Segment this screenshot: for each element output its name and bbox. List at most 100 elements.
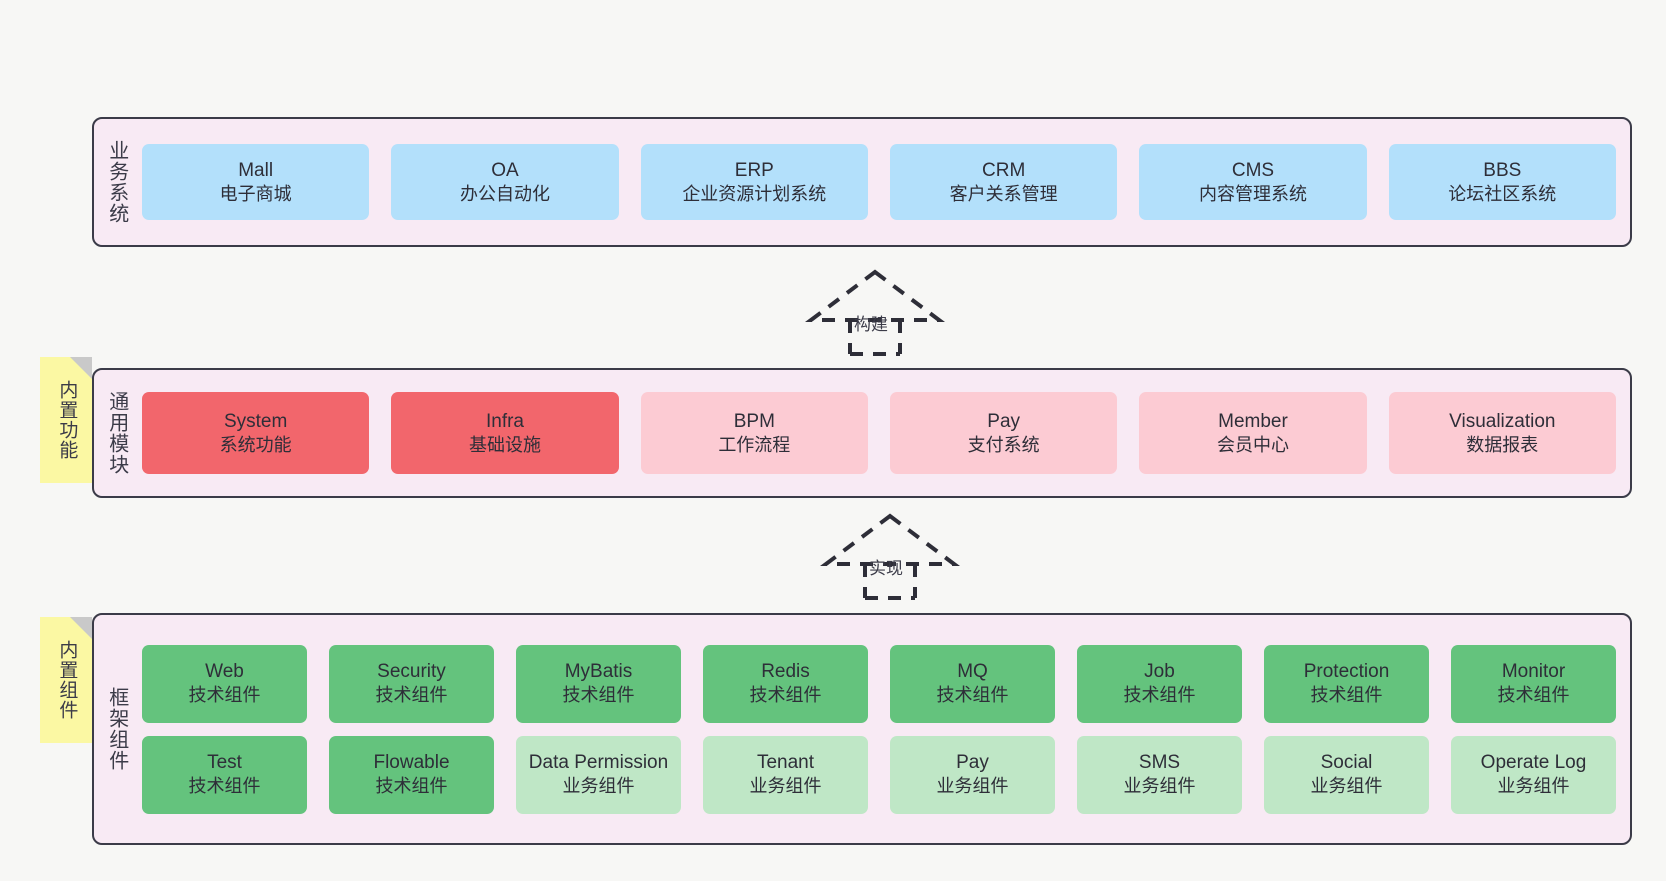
node-subtitle: 客户关系管理 [949,183,1058,204]
node-subtitle: 技术组件 [188,685,261,706]
node-protection[interactable]: Protection 技术组件 [1264,644,1429,723]
node-subtitle: 业务组件 [1123,776,1196,797]
implement-arrow-glyph [820,513,960,600]
node-redis[interactable]: Redis 技术组件 [703,644,868,723]
node-web[interactable]: Web 技术组件 [142,644,307,723]
node-member[interactable]: Member 会员中心 [1139,392,1367,474]
note-builtin-features: 内置功能 [40,357,92,483]
node-title: Member [1218,410,1288,432]
node-title: ERP [734,159,774,181]
note-fold-corner-icon [70,357,92,379]
node-bpm[interactable]: BPM 工作流程 [640,392,868,474]
node-title: Operate Log [1480,752,1587,774]
node-title: CRM [982,159,1026,181]
layer-label-framework-components: 框架组件 [105,687,128,771]
node-subtitle: 系统功能 [219,434,292,455]
layer-body-common-modules: System 系统功能 Infra 基础设施 BPM 工作流程 Pay 支付系统… [138,370,1630,496]
note-text: 内置组件 [56,640,78,720]
node-title: Pay [956,752,989,774]
node-title: Monitor [1501,661,1566,683]
node-mq[interactable]: MQ 技术组件 [890,644,1055,723]
note-fold-corner-icon [70,617,92,639]
node-title: Infra [485,410,524,432]
node-subtitle: 电子商城 [219,183,292,204]
node-title: Job [1144,661,1175,683]
node-pay-module[interactable]: Pay 支付系统 [889,392,1118,474]
node-infra[interactable]: Infra 基础设施 [391,392,619,474]
node-subtitle: 基础设施 [468,434,541,455]
node-title: Mall [238,159,274,181]
node-system[interactable]: System 系统功能 [142,392,370,474]
framework-technical-row: Web 技术组件 Security 技术组件 MyBatis 技术组件 Redi… [142,644,1616,723]
node-title: Tenant [756,752,815,774]
note-builtin-components: 内置组件 [40,617,92,743]
node-title: Web [205,661,244,683]
node-tenant[interactable]: Tenant 业务组件 [703,735,868,814]
node-subtitle: 技术组件 [1497,685,1570,706]
build-arrow-glyph [805,269,945,356]
connector-build: 构建 [800,268,950,356]
connector-implement: 实现 [815,512,965,600]
node-erp[interactable]: ERP 企业资源计划系统 [640,144,868,220]
node-subtitle: 内容管理系统 [1198,183,1307,204]
node-title: MyBatis [564,661,633,683]
node-monitor[interactable]: Monitor 技术组件 [1451,644,1616,723]
node-mall[interactable]: Mall 电子商城 [142,144,370,220]
node-subtitle: 业务组件 [936,776,1009,797]
node-subtitle: 技术组件 [1123,685,1196,706]
node-subtitle: 业务组件 [1497,776,1570,797]
node-title: BBS [1483,159,1522,181]
note-text: 内置功能 [56,380,78,460]
node-security[interactable]: Security 技术组件 [329,644,494,723]
node-flowable[interactable]: Flowable 技术组件 [329,735,494,814]
node-bbs[interactable]: BBS 论坛社区系统 [1388,144,1616,220]
node-title: Social [1320,752,1373,774]
node-cms[interactable]: CMS 内容管理系统 [1139,144,1367,220]
node-title: Data Permission [528,752,669,774]
common-modules-row: System 系统功能 Infra 基础设施 BPM 工作流程 Pay 支付系统… [142,392,1616,474]
node-title: BPM [733,410,775,432]
node-subtitle: 技术组件 [375,776,448,797]
node-subtitle: 业务组件 [562,776,635,797]
connector-implement-label: 实现 [869,559,903,578]
node-pay-component[interactable]: Pay 业务组件 [890,735,1055,814]
framework-business-row: Test 技术组件 Flowable 技术组件 Data Permission … [142,735,1616,814]
node-visualization[interactable]: Visualization 数据报表 [1388,392,1616,474]
node-subtitle: 会员中心 [1216,434,1289,455]
node-title: Redis [761,661,810,683]
node-subtitle: 技术组件 [749,685,822,706]
node-mybatis[interactable]: MyBatis 技术组件 [516,644,681,723]
node-data-permission[interactable]: Data Permission 业务组件 [516,735,681,814]
node-subtitle: 技术组件 [936,685,1009,706]
node-title: Test [207,752,242,774]
node-title: SMS [1138,752,1181,774]
node-subtitle: 企业资源计划系统 [682,183,827,204]
layer-body-business-systems: Mall 电子商城 OA 办公自动化 ERP 企业资源计划系统 CRM 客户关系… [138,119,1630,245]
node-job[interactable]: Job 技术组件 [1077,644,1242,723]
node-subtitle: 业务组件 [749,776,822,797]
node-title: Visualization [1449,410,1556,432]
node-title: Pay [987,410,1021,432]
node-subtitle: 支付系统 [967,434,1040,455]
node-title: CMS [1231,159,1275,181]
node-crm[interactable]: CRM 客户关系管理 [889,144,1118,220]
node-subtitle: 工作流程 [718,434,791,455]
layer-body-framework-components: Web 技术组件 Security 技术组件 MyBatis 技术组件 Redi… [138,615,1630,843]
layer-label-business-systems: 业务系统 [105,140,128,224]
node-subtitle: 技术组件 [188,776,261,797]
node-operate-log[interactable]: Operate Log 业务组件 [1451,735,1616,814]
node-title: OA [491,159,519,181]
connector-build-label: 构建 [854,315,888,334]
node-sms[interactable]: SMS 业务组件 [1077,735,1242,814]
node-test[interactable]: Test 技术组件 [142,735,307,814]
node-subtitle: 数据报表 [1466,434,1539,455]
node-social[interactable]: Social 业务组件 [1264,735,1429,814]
node-subtitle: 技术组件 [1310,685,1383,706]
layer-business-systems: 业务系统 Mall 电子商城 OA 办公自动化 ERP 企业资源计划系统 CRM [92,117,1632,247]
node-subtitle: 论坛社区系统 [1448,183,1557,204]
node-oa[interactable]: OA 办公自动化 [391,144,619,220]
node-title: Flowable [373,752,450,774]
layer-common-modules: 通用模块 System 系统功能 Infra 基础设施 BPM 工作流程 Pay [92,368,1632,498]
node-subtitle: 技术组件 [375,685,448,706]
